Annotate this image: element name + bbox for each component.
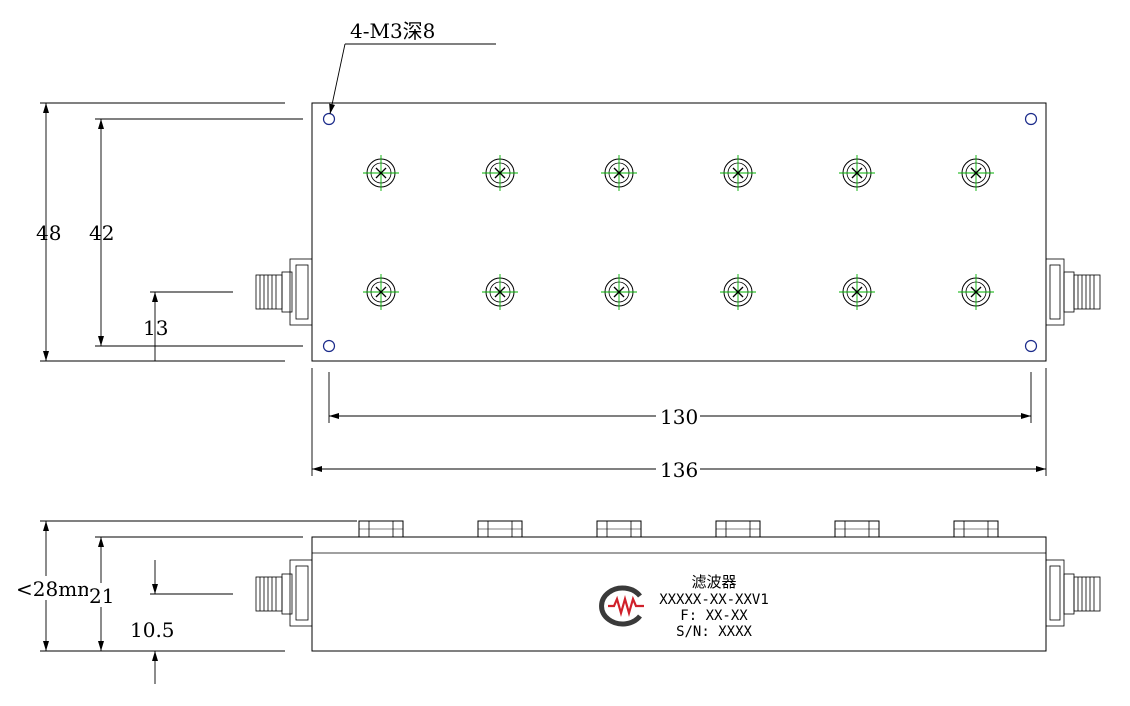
screw-nut: [834, 520, 880, 538]
product-label: 滤波器 XXXXX-XX-XXV1 F: XX-XX S/N: XXXX: [659, 573, 769, 640]
product-frequency: F: XX-XX: [680, 608, 748, 624]
dim-height-inner-label: 42: [89, 221, 114, 245]
screw-nut: [477, 520, 523, 538]
right-sma-connector-side: [1045, 559, 1101, 627]
mounting-hole: [1024, 339, 1038, 353]
dim-width-outer: 136: [311, 368, 1047, 482]
mounting-holes: [322, 112, 1038, 353]
tuning-screw: [958, 274, 994, 310]
screw-nut: [715, 520, 761, 538]
mounting-hole: [1024, 112, 1038, 126]
product-model: XXXXX-XX-XXV1: [659, 592, 769, 608]
dim-height-body: 21: [88, 536, 303, 651]
dim-connector-height-label: 10.5: [130, 618, 175, 642]
dim-height-body-label: 21: [89, 584, 114, 608]
tuning-screws: [363, 155, 994, 310]
tuning-screw: [601, 274, 637, 310]
screw-nut: [596, 520, 642, 538]
side-view: 滤波器 XXXXX-XX-XXV1 F: XX-XX S/N: XXXX <28…: [14, 520, 1101, 684]
tuning-screw: [482, 155, 518, 191]
tuning-screw: [958, 155, 994, 191]
tuning-screw: [363, 274, 399, 310]
dim-width-outer-label: 136: [660, 458, 698, 482]
left-sma-connector-side: [255, 559, 313, 627]
tuning-screw: [720, 155, 756, 191]
company-logo: [599, 585, 644, 627]
top-view: 4-M3深8 48 42 13 130: [36, 19, 1101, 482]
screw-nuts: [358, 520, 999, 538]
dim-connector-offset: 13: [143, 291, 233, 361]
hole-callout: 4-M3深8: [329, 19, 496, 115]
dim-height-inner: 42: [89, 118, 303, 347]
dim-connector-offset-label: 13: [143, 316, 168, 340]
dim-height-total-label: <28mm: [16, 577, 96, 601]
dim-connector-height: 10.5: [130, 560, 233, 684]
right-sma-connector: [1045, 258, 1101, 326]
mounting-hole: [322, 112, 336, 126]
screw-nut: [953, 520, 999, 538]
tuning-screw: [482, 274, 518, 310]
filter-body-top: [311, 102, 1047, 362]
product-name: 滤波器: [691, 573, 736, 591]
tuning-screw: [720, 274, 756, 310]
tuning-screw: [363, 155, 399, 191]
dim-height-outer: 48: [36, 102, 285, 362]
filter-body-side: [311, 536, 1047, 652]
dim-height-outer-label: 48: [36, 221, 61, 245]
tuning-screw: [839, 274, 875, 310]
left-sma-connector: [255, 258, 313, 326]
dim-width-inner-label: 130: [660, 405, 698, 429]
hole-callout-text: 4-M3深8: [350, 19, 435, 43]
tuning-screw: [839, 155, 875, 191]
screw-nut: [358, 520, 404, 538]
product-serial: S/N: XXXX: [676, 624, 752, 640]
tuning-screw: [601, 155, 637, 191]
dim-width-inner: 130: [328, 372, 1032, 429]
dim-height-total: <28mm: [14, 520, 357, 652]
mounting-hole: [322, 339, 336, 353]
